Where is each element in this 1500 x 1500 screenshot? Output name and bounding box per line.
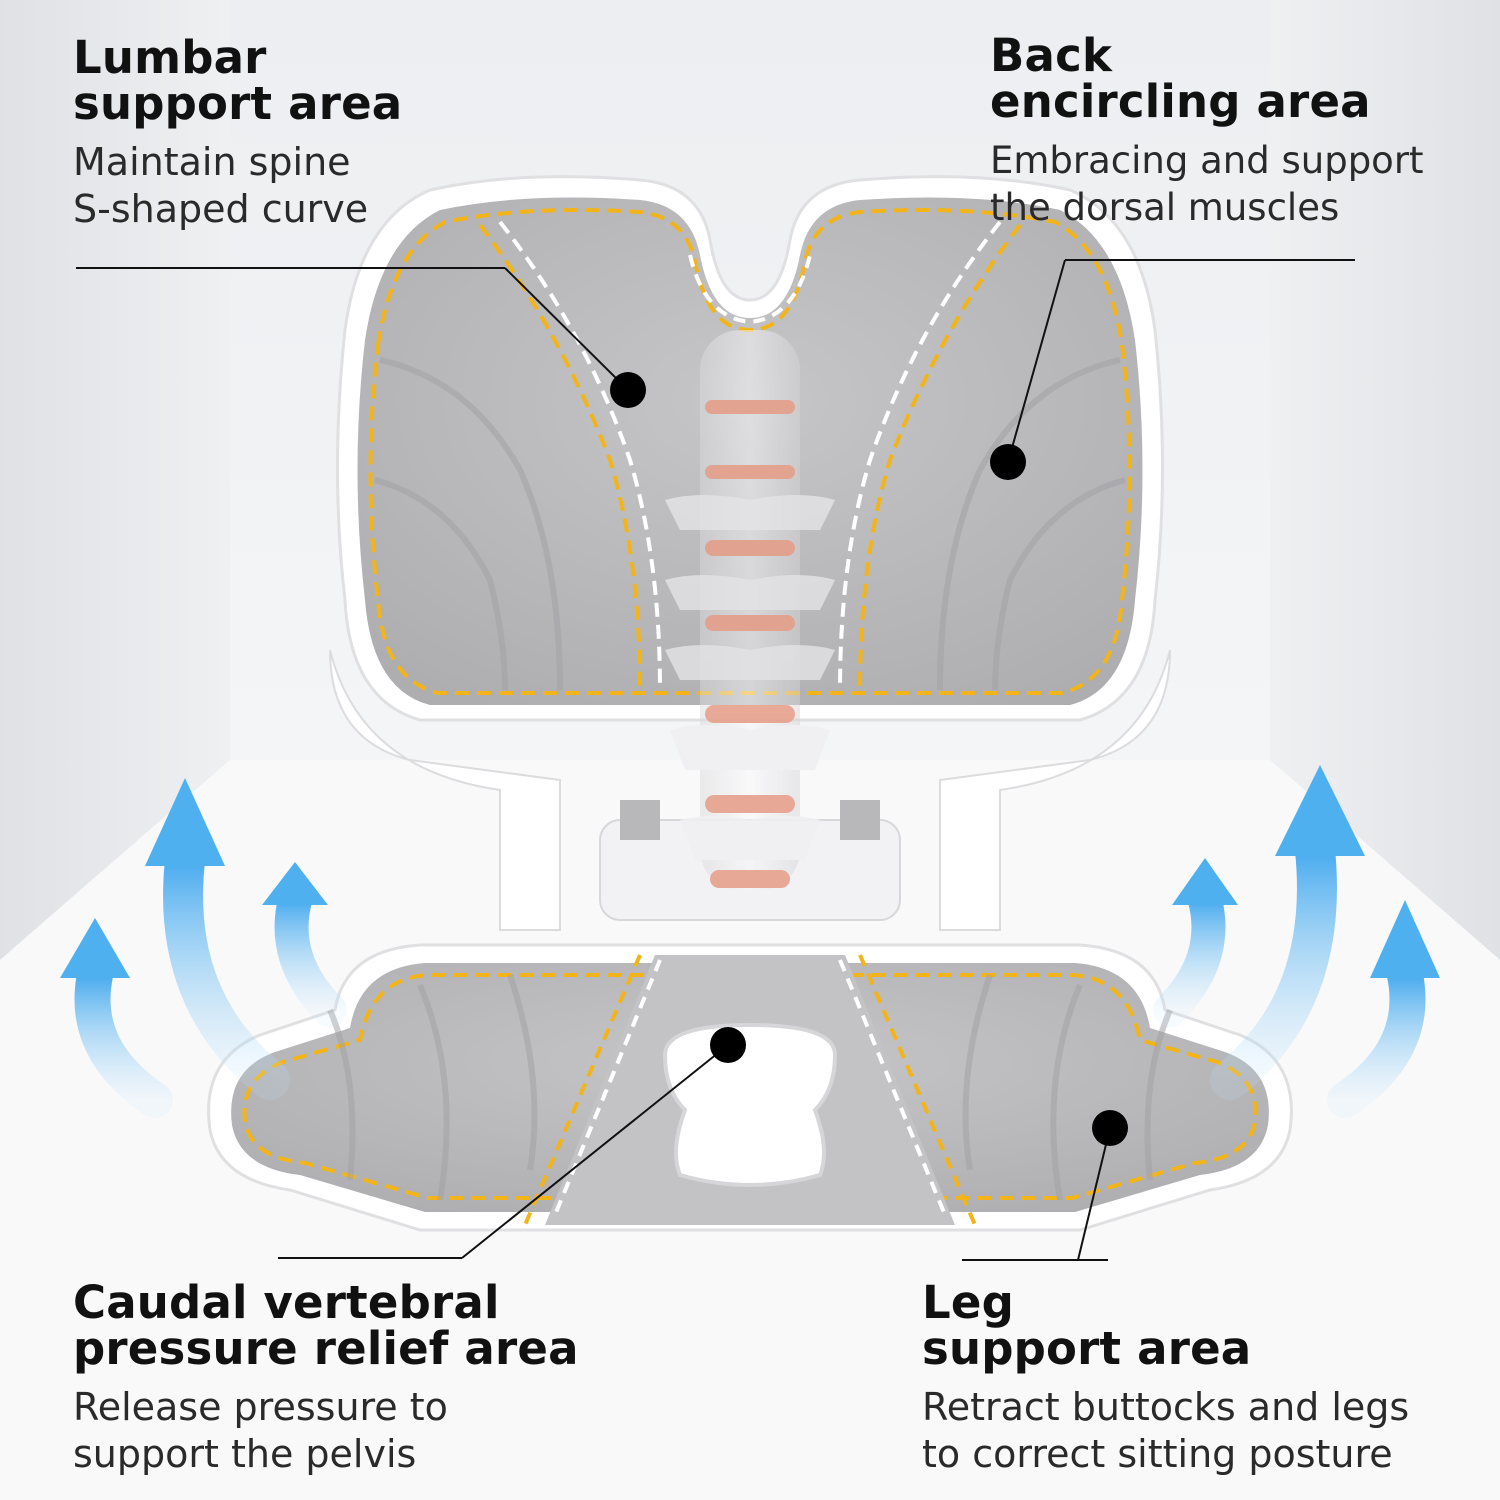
back-callout: Back encircling area Embracing and suppo… — [990, 33, 1424, 231]
caudal-marker-dot — [710, 1027, 746, 1063]
lumbar-marker-dot — [610, 372, 646, 408]
back-description: Embracing and support the dorsal muscles — [990, 139, 1424, 229]
backrest-cushion — [336, 175, 1164, 722]
callout-leaders — [76, 259, 1355, 1261]
airflow-arrows-right — [1153, 765, 1440, 1118]
right-wall — [1270, 0, 1500, 960]
arrow-up-icon — [1370, 900, 1440, 978]
leg-marker-dot — [1092, 1110, 1128, 1146]
arrow-up-icon — [60, 918, 130, 978]
lumbar-title: Lumbar support area — [73, 31, 403, 130]
leg-leader-line — [1077, 1127, 1111, 1261]
leg-title: Leg support area — [922, 1276, 1252, 1375]
spine-illustration — [665, 330, 835, 890]
caudal-description: Release pressure to support the pelvis — [73, 1385, 448, 1476]
leg-description: Retract buttocks and legs to correct sit… — [922, 1385, 1410, 1476]
seat-cushion — [207, 943, 1293, 1232]
back-leader-line — [1007, 259, 1066, 463]
caudal-leader-line — [461, 1044, 729, 1259]
lumbar-description: Maintain spine S-shaped curve — [73, 140, 369, 231]
leg-callout: Leg support area Retract buttocks and le… — [922, 1280, 1409, 1478]
back-title: Back encircling area — [990, 29, 1371, 128]
arrow-up-icon — [1172, 858, 1238, 905]
back-marker-dot — [990, 444, 1026, 480]
left-wall — [0, 0, 230, 960]
caudal-callout: Caudal vertebral pressure relief area Re… — [73, 1280, 579, 1478]
arrow-up-icon — [145, 778, 225, 866]
lumbar-leader-line — [504, 267, 629, 391]
caudal-title: Caudal vertebral pressure relief area — [73, 1276, 579, 1375]
lumbar-callout: Lumbar support area Maintain spine S-sha… — [73, 35, 402, 233]
arrow-up-icon — [1275, 765, 1365, 856]
airflow-arrows-left — [60, 778, 347, 1118]
arrow-up-icon — [262, 862, 328, 905]
